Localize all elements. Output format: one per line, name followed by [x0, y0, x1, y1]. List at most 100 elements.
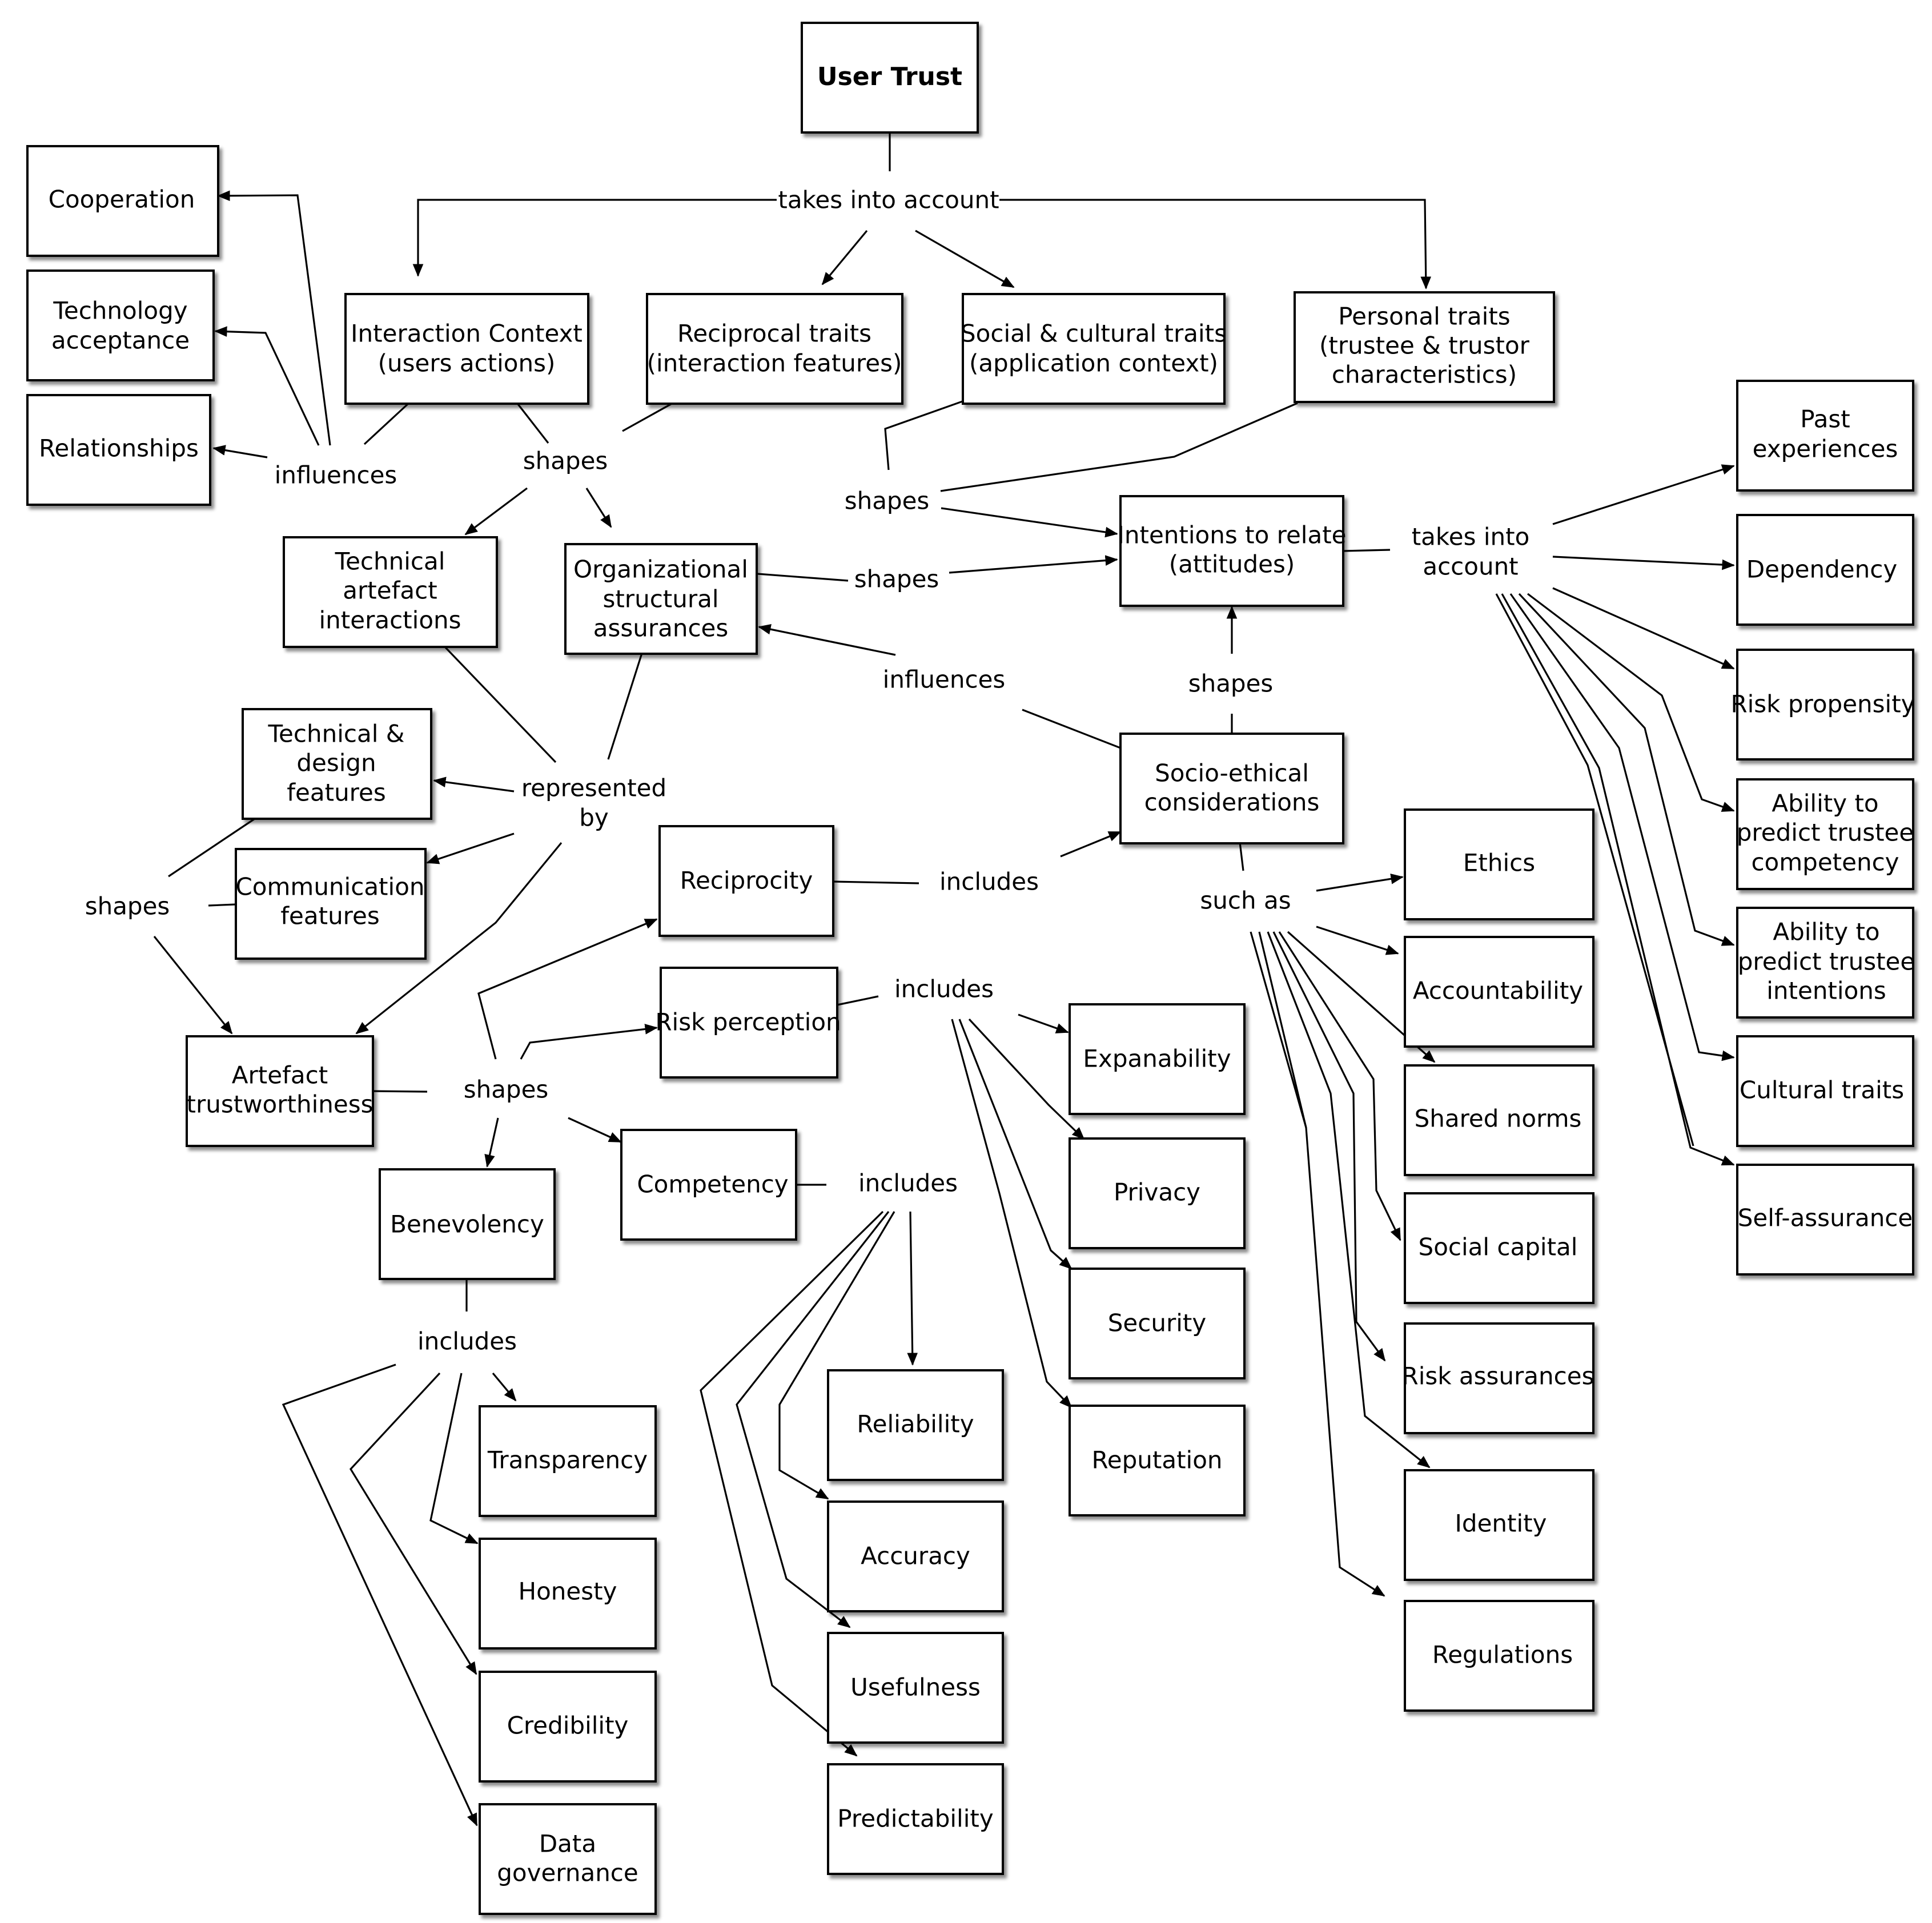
- node-past-experiences[interactable]: Past experiences: [1736, 380, 1914, 492]
- svg-text:governance: governance: [497, 1859, 638, 1887]
- link-influences: influences: [883, 666, 1006, 694]
- svg-text:Technology: Technology: [53, 297, 187, 325]
- svg-text:Reputation: Reputation: [1091, 1446, 1222, 1474]
- connector-lines: [153, 133, 1735, 1827]
- svg-text:Intentions to relate: Intentions to relate: [1117, 521, 1346, 549]
- svg-text:(interaction features): (interaction features): [647, 349, 902, 377]
- node-ethics[interactable]: Ethics: [1404, 808, 1594, 920]
- node-privacy[interactable]: Privacy: [1069, 1137, 1246, 1249]
- node-security[interactable]: Security: [1069, 1268, 1246, 1379]
- link-takes-into-account: takes into account: [778, 186, 999, 214]
- link-includes: includes: [939, 868, 1039, 896]
- link-takes-into: takes into: [1412, 523, 1530, 551]
- link-shapes: shapes: [845, 487, 930, 515]
- linking-phrases: takes into account influences shapes sha…: [85, 186, 1530, 1355]
- svg-text:design: design: [296, 749, 376, 777]
- node-regulations[interactable]: Regulations: [1404, 1600, 1594, 1712]
- svg-text:Regulations: Regulations: [1432, 1641, 1573, 1669]
- svg-text:Data: Data: [539, 1830, 596, 1858]
- node-identity[interactable]: Identity: [1404, 1469, 1594, 1581]
- svg-text:characteristics): characteristics): [1332, 361, 1517, 389]
- node-socio-ethical-considerations[interactable]: Socio-ethical considerations: [1119, 733, 1344, 844]
- svg-text:predict trustee: predict trustee: [1738, 948, 1915, 976]
- svg-text:Reliability: Reliability: [857, 1410, 974, 1438]
- node-social-capital[interactable]: Social capital: [1404, 1192, 1594, 1304]
- svg-text:Reciprocity: Reciprocity: [680, 867, 813, 895]
- node-accuracy[interactable]: Accuracy: [827, 1500, 1004, 1612]
- link-shapes: shapes: [85, 892, 170, 920]
- node-reciprocal-traits[interactable]: Reciprocal traits (interaction features): [646, 293, 903, 405]
- node-artefact-trustworthiness[interactable]: Artefact trustworthiness: [186, 1035, 374, 1147]
- node-cooperation[interactable]: Cooperation: [26, 145, 219, 257]
- link-represented: represented: [521, 774, 666, 802]
- node-social-cultural-traits[interactable]: Social & cultural traits (application co…: [961, 293, 1227, 405]
- node-interaction-context[interactable]: Interaction Context (users actions): [344, 293, 589, 405]
- node-data-governance[interactable]: Data governance: [479, 1803, 657, 1915]
- svg-text:Ethics: Ethics: [1463, 849, 1535, 877]
- node-intentions-to-relate[interactable]: Intentions to relate (attitudes): [1117, 495, 1347, 607]
- svg-text:Identity: Identity: [1455, 1510, 1547, 1538]
- svg-text:Honesty: Honesty: [519, 1578, 617, 1606]
- node-cultural-traits[interactable]: Cultural traits: [1736, 1035, 1914, 1147]
- svg-text:features: features: [287, 779, 386, 807]
- link-includes: includes: [894, 975, 994, 1003]
- node-transparency[interactable]: Transparency: [479, 1405, 657, 1517]
- node-usefulness[interactable]: Usefulness: [827, 1632, 1004, 1744]
- node-reliability[interactable]: Reliability: [827, 1369, 1004, 1481]
- svg-text:Technical: Technical: [335, 548, 445, 576]
- svg-text:experiences: experiences: [1753, 435, 1898, 463]
- svg-text:Ability to: Ability to: [1772, 790, 1878, 818]
- node-technology-acceptance[interactable]: Technology acceptance: [26, 269, 215, 381]
- svg-text:competency: competency: [1751, 848, 1899, 876]
- link-influences: influences: [275, 461, 397, 489]
- svg-text:Self-assurance: Self-assurance: [1738, 1204, 1913, 1232]
- node-credibility[interactable]: Credibility: [479, 1671, 657, 1783]
- svg-text:Technical &: Technical &: [268, 720, 405, 748]
- svg-text:structural: structural: [603, 585, 718, 613]
- node-technical-artefact-interactions[interactable]: Technical artefact interactions: [283, 536, 498, 648]
- node-risk-assurances[interactable]: Risk assurances: [1402, 1322, 1594, 1434]
- svg-text:Organizational: Organizational: [573, 556, 748, 584]
- svg-text:User Trust: User Trust: [817, 62, 962, 91]
- node-shared-norms[interactable]: Shared norms: [1404, 1064, 1594, 1176]
- node-ability-predict-intentions[interactable]: Ability to predict trustee intentions: [1736, 907, 1915, 1019]
- svg-text:predict trustee: predict trustee: [1737, 819, 1914, 847]
- link-account: account: [1423, 553, 1518, 581]
- svg-text:trustworthiness: trustworthiness: [187, 1091, 373, 1119]
- svg-text:Communication: Communication: [235, 873, 424, 901]
- node-predictability[interactable]: Predictability: [827, 1763, 1004, 1875]
- node-reputation[interactable]: Reputation: [1069, 1405, 1246, 1516]
- svg-text:(trustee & trustor: (trustee & trustor: [1319, 332, 1530, 360]
- svg-text:Accountability: Accountability: [1413, 977, 1583, 1005]
- node-user-trust[interactable]: User Trust: [801, 22, 979, 134]
- svg-text:Artefact: Artefact: [232, 1061, 328, 1089]
- node-risk-propensity[interactable]: Risk propensity: [1730, 649, 1915, 761]
- node-communication-features[interactable]: Communication features: [235, 848, 427, 960]
- node-risk-perception[interactable]: Risk perception: [655, 967, 841, 1079]
- svg-text:artefact: artefact: [343, 577, 437, 605]
- svg-text:Cooperation: Cooperation: [49, 186, 195, 214]
- svg-text:Personal traits: Personal traits: [1338, 303, 1510, 331]
- svg-text:Competency: Competency: [637, 1170, 788, 1198]
- node-reciprocity[interactable]: Reciprocity: [658, 825, 834, 937]
- node-accountability[interactable]: Accountability: [1404, 936, 1594, 1048]
- node-organizational-assurances[interactable]: Organizational structural assurances: [564, 543, 758, 655]
- node-competency[interactable]: Competency: [620, 1129, 797, 1241]
- svg-text:Security: Security: [1108, 1309, 1206, 1337]
- node-relationships[interactable]: Relationships: [26, 394, 211, 506]
- node-ability-predict-competency[interactable]: Ability to predict trustee competency: [1736, 778, 1914, 890]
- node-personal-traits[interactable]: Personal traits (trustee & trustor chara…: [1294, 291, 1555, 403]
- link-includes: includes: [417, 1327, 517, 1355]
- node-expanability[interactable]: Expanability: [1069, 1003, 1246, 1115]
- link-includes: includes: [858, 1169, 958, 1197]
- link-shapes: shapes: [523, 447, 608, 475]
- svg-text:Transparency: Transparency: [487, 1446, 648, 1474]
- node-dependency[interactable]: Dependency: [1736, 514, 1914, 626]
- svg-text:(attitudes): (attitudes): [1169, 550, 1295, 578]
- node-self-assurance[interactable]: Self-assurance: [1736, 1164, 1914, 1276]
- svg-text:Risk assurances: Risk assurances: [1402, 1362, 1594, 1390]
- node-honesty[interactable]: Honesty: [479, 1538, 657, 1650]
- node-benevolency[interactable]: Benevolency: [379, 1168, 556, 1280]
- node-technical-design-features[interactable]: Technical & design features: [242, 708, 432, 820]
